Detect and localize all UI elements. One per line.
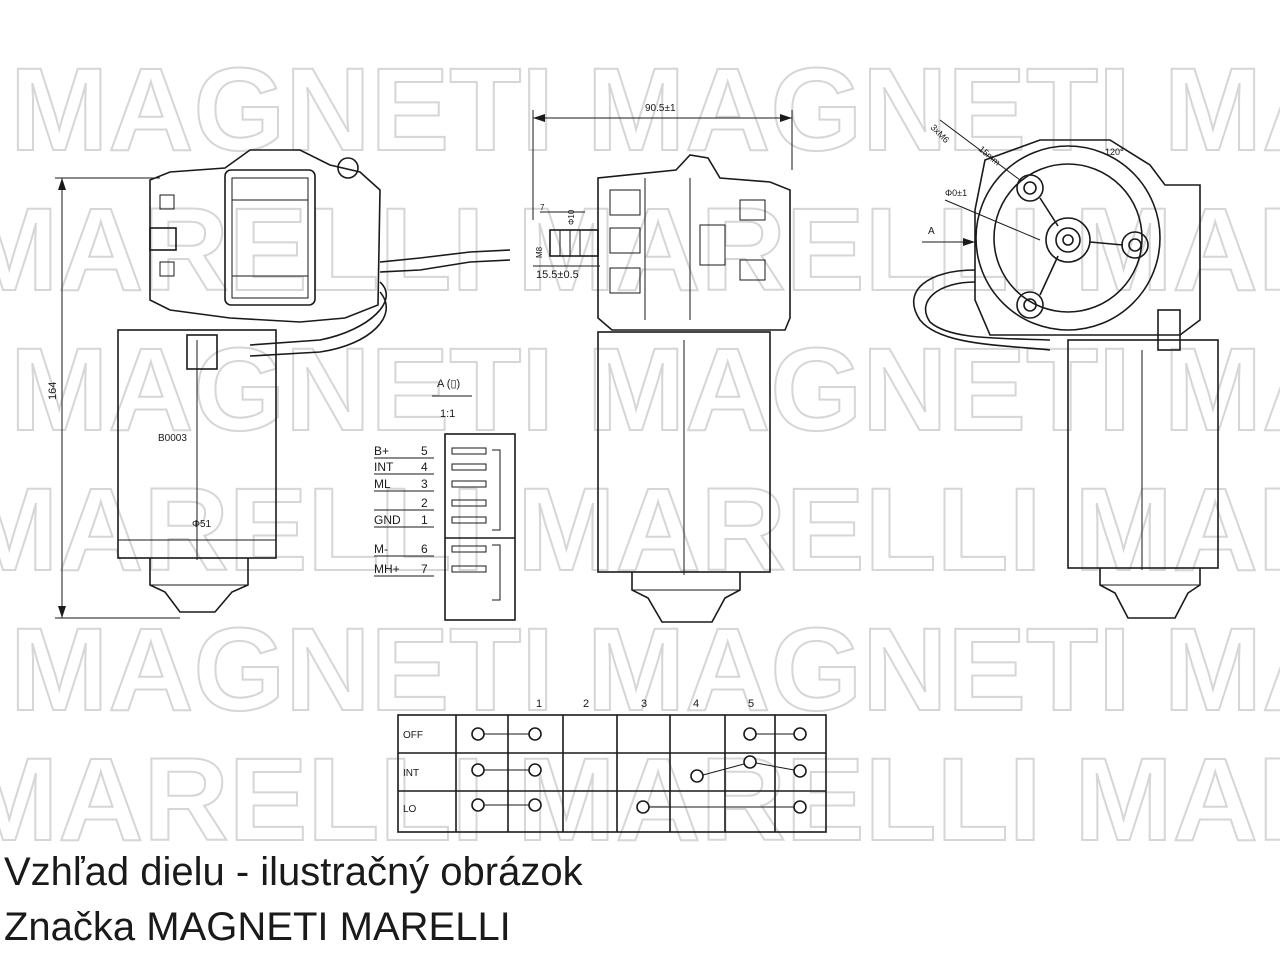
pin-terminal bbox=[451, 499, 487, 507]
pin-terminal bbox=[451, 565, 487, 573]
pin-terminal bbox=[451, 447, 487, 455]
pin-number: 3 bbox=[421, 477, 428, 491]
shaft-diameter-label: Φ10 bbox=[567, 209, 576, 225]
watermark-text: MAGNETI MAGNETI MAGNETI bbox=[10, 324, 1280, 456]
technical-drawing: MAGNETI MAGNETI MAGNETI MARELLI MARELLI … bbox=[0, 43, 1280, 850]
pin-terminal bbox=[451, 516, 487, 524]
caption-illustrative: Vzhľad dielu - ilustračný obrázok bbox=[4, 850, 583, 894]
switch-row-labels: OFF INT LO bbox=[403, 730, 423, 815]
pin-name: B+ bbox=[374, 444, 389, 458]
view-mark: A bbox=[928, 226, 935, 237]
watermark-text: MAGNETI MAGNETI MAGNETI bbox=[10, 604, 1280, 736]
pin-number: 1 bbox=[421, 513, 428, 527]
watermark-text: MAGNETI MAGNETI MAGNETI bbox=[10, 44, 1280, 176]
thread-label: M8 bbox=[535, 246, 544, 258]
pin-name: M- bbox=[374, 542, 388, 556]
pin-number: 4 bbox=[421, 460, 428, 474]
switch-column-headers: 1 2 3 4 5 bbox=[536, 698, 754, 710]
switch-row-label: LO bbox=[403, 804, 417, 815]
shaft-length-label: 15.5±0.5 bbox=[536, 269, 579, 281]
pin-number: 7 bbox=[421, 562, 428, 576]
switch-column-header: 2 bbox=[583, 698, 589, 710]
switch-column-header: 1 bbox=[536, 698, 542, 710]
angle-label: 120° bbox=[1105, 147, 1124, 157]
pin-name: INT bbox=[374, 460, 394, 474]
pin-name: GND bbox=[374, 513, 401, 527]
switch-column-header: 4 bbox=[693, 698, 699, 710]
width-dimension-label: 90.5±1 bbox=[645, 103, 676, 114]
diameter-label: Φ0±1 bbox=[945, 188, 967, 198]
pin-terminal bbox=[451, 463, 487, 471]
diameter-label: Φ51 bbox=[192, 519, 212, 530]
watermark: MAGNETI MAGNETI MAGNETI MARELLI MARELLI … bbox=[0, 43, 1280, 850]
watermark-text: MARELLI MARELLI MARELLI bbox=[0, 464, 1280, 596]
body-label: B0003 bbox=[158, 433, 187, 444]
shaft-label: 7 bbox=[540, 203, 545, 212]
height-dimension-label: 164 bbox=[47, 382, 59, 400]
switch-column-header: 3 bbox=[641, 698, 647, 710]
switch-row-label: OFF bbox=[403, 730, 423, 741]
pin-terminal bbox=[451, 480, 487, 488]
pin-name: MH+ bbox=[374, 562, 400, 576]
motor-side-view: 164 B0003 Φ51 bbox=[47, 149, 511, 619]
motor-front-view: 90.5±1 7 Φ10 M8 15.5±0.5 bbox=[532, 103, 793, 623]
pin-name: ML bbox=[374, 477, 391, 491]
switch-table: 1 2 3 4 5 OFF INT LO bbox=[397, 698, 827, 833]
connector-scale: 1:1 bbox=[440, 408, 455, 420]
pin-number: 2 bbox=[421, 496, 428, 510]
switch-row-label: INT bbox=[403, 768, 419, 779]
connector-title: A (▯) bbox=[437, 378, 460, 390]
pin-terminal bbox=[451, 545, 487, 553]
caption-brand: Značka MAGNETI MARELLI bbox=[4, 905, 511, 949]
switch-column-header: 5 bbox=[748, 698, 754, 710]
pin-number: 5 bbox=[421, 444, 428, 458]
pin-number: 6 bbox=[421, 542, 428, 556]
